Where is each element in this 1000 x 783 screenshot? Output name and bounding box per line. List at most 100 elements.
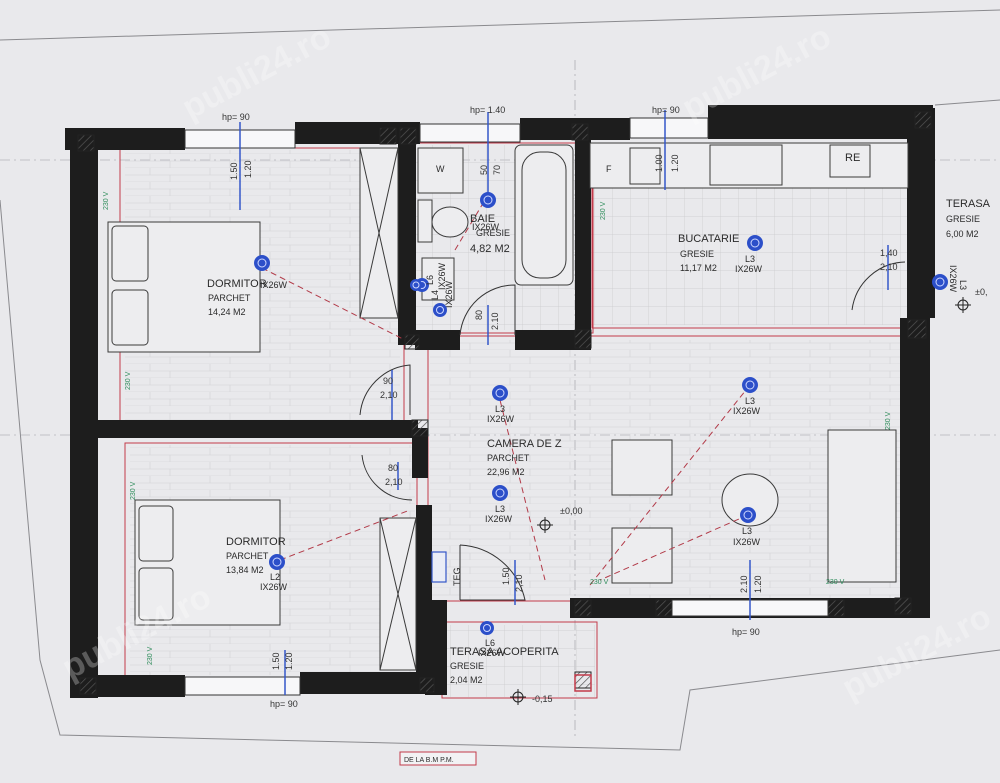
light-id: L3 [958, 280, 968, 290]
washer-label: W [436, 164, 445, 174]
dimension-lines [239, 110, 889, 695]
light-spec: IX26W [735, 264, 763, 274]
socket-label: 230 V [826, 579, 845, 586]
window-height-dim: 1.20 [670, 154, 680, 172]
window-width: 50 [479, 165, 489, 175]
socket-label: 230 V [885, 411, 892, 430]
door-width: 1,40 [880, 248, 898, 258]
light-spec: IX26W [733, 537, 761, 547]
room-area: 13,84 M2 [226, 565, 264, 575]
room-area: 14,24 M2 [208, 307, 246, 317]
room-area: 4,82 M2 [470, 243, 510, 255]
light-spec: IX26W [437, 262, 447, 290]
window-height: hp= 90 [652, 105, 680, 115]
room-label-bed2: DORMITOR PARCHET 13,84 M2 [226, 536, 286, 575]
room-name: BAIE [470, 213, 495, 225]
wall-light-icon [480, 621, 494, 635]
footer-stamp: DE LA B.M P.M. [399, 751, 477, 766]
door-dimensions: 80 2.10 90 2,10 80 2,10 1.50 2,10 1,40 2… [380, 248, 898, 592]
room-floor: PARCHET [487, 453, 530, 463]
room-area: 6,00 M2 [946, 229, 979, 239]
elevation-icon [955, 297, 971, 313]
wall-light-icon [433, 303, 447, 317]
room-floor: GRESIE [946, 214, 980, 224]
window-height-dim: 1.20 [243, 160, 253, 178]
window-width: 1.00 [654, 154, 664, 172]
light-spec: IX26W [444, 280, 454, 308]
sockets: 230 V 230 V 230 V 230 V 230 V 230 V 230 … [103, 191, 892, 665]
door-swings [359, 261, 906, 601]
boiler-label: TEG [452, 567, 462, 586]
room-name: TERASA [946, 198, 991, 210]
window-width: 1.50 [271, 652, 281, 670]
fridge-label: RE [845, 152, 860, 164]
light-spec: IX26W [485, 514, 513, 524]
light-id: L3 [495, 504, 505, 514]
ceiling-light-icon [492, 385, 508, 401]
light-spec: IX26W [260, 582, 288, 592]
elevation-terrace: -0,15 [532, 694, 553, 704]
room-name: DORMITOR [226, 536, 286, 548]
door-width: 1.50 [501, 567, 511, 585]
light-spec: IX26W [478, 648, 506, 658]
light-fixtures: IX26W IX26W L4 IX26W L3 IX26W L3 IX26W L… [254, 192, 968, 658]
window-height-labels: hp= 90 hp= 1.40 hp= 90 hp= 90 hp= 90 [222, 105, 760, 709]
ceiling-light-icon [254, 255, 270, 271]
door-height: 2,10 [380, 390, 398, 400]
door-width: 80 [474, 310, 484, 320]
door-width: 80 [388, 463, 398, 473]
window-height-dim: 70 [492, 165, 502, 175]
ceiling-light-icon [269, 554, 285, 570]
room-area: 22,96 M2 [487, 467, 525, 477]
fixture-labels: W RE F TEG [431, 152, 860, 692]
socket-label: 230 V [103, 191, 110, 210]
socket-label: 230 V [600, 201, 607, 220]
door-width: 90 [383, 376, 393, 386]
socket-label: 230 V [125, 371, 132, 390]
room-label-living: CAMERA DE Z PARCHET 22,96 M2 [487, 438, 562, 477]
window-height: hp= 90 [270, 699, 298, 709]
wiring [261, 199, 751, 586]
window-height-dim: 1.20 [753, 575, 763, 593]
light-spec: IX26W [260, 280, 288, 290]
room-floor: PARCHET [208, 293, 251, 303]
light-id: L3 [742, 526, 752, 536]
elevation-inside: ±0,00 [560, 506, 582, 516]
window-height: hp= 90 [732, 627, 760, 637]
room-name: DORMITOR [207, 278, 267, 290]
light-id: L3 [745, 396, 755, 406]
columns [77, 111, 932, 695]
room-name: TERASA ACOPERITA [450, 646, 559, 658]
elevation-icon [510, 689, 526, 705]
elevation-outside: ±0, [975, 287, 987, 297]
light-id: L6 [425, 275, 435, 285]
door-height: 2,10 [880, 262, 898, 272]
socket-label: 230 V [130, 481, 137, 500]
socket-label: 230 V [590, 579, 609, 586]
door-height: 2,10 [514, 574, 524, 592]
elevation-icon [537, 517, 553, 533]
window-width: 1.50 [229, 162, 239, 180]
room-area: 2,04 M2 [450, 675, 483, 685]
room-label-bed1: DORMITOR PARCHET 14,24 M2 [207, 278, 267, 317]
door-height: 2,10 [385, 477, 403, 487]
room-floor: GRESIE [450, 661, 484, 671]
room-floor: PARCHET [226, 551, 269, 561]
light-id: L2 [270, 572, 280, 582]
room-label-terrace: TERASA GRESIE 6,00 M2 [946, 198, 991, 239]
light-spec: IX26W [487, 414, 515, 424]
room-floor: GRESIE [476, 228, 510, 238]
ceiling-light-icon [492, 485, 508, 501]
furniture [107, 142, 909, 671]
wall-light-icon [410, 279, 422, 291]
elevation-markers: ±0,00 -0,15 ±0, [510, 287, 987, 705]
site-boundary [0, 9, 1000, 751]
room-area: 11,17 M2 [680, 263, 717, 273]
ceiling-light-icon [742, 377, 758, 393]
ceiling-light-icon [747, 235, 763, 251]
light-id: L3 [745, 254, 755, 264]
room-floor: GRESIE [680, 249, 714, 259]
window-height-dim: 1.20 [284, 652, 294, 670]
light-spec: IX26W [733, 406, 761, 416]
